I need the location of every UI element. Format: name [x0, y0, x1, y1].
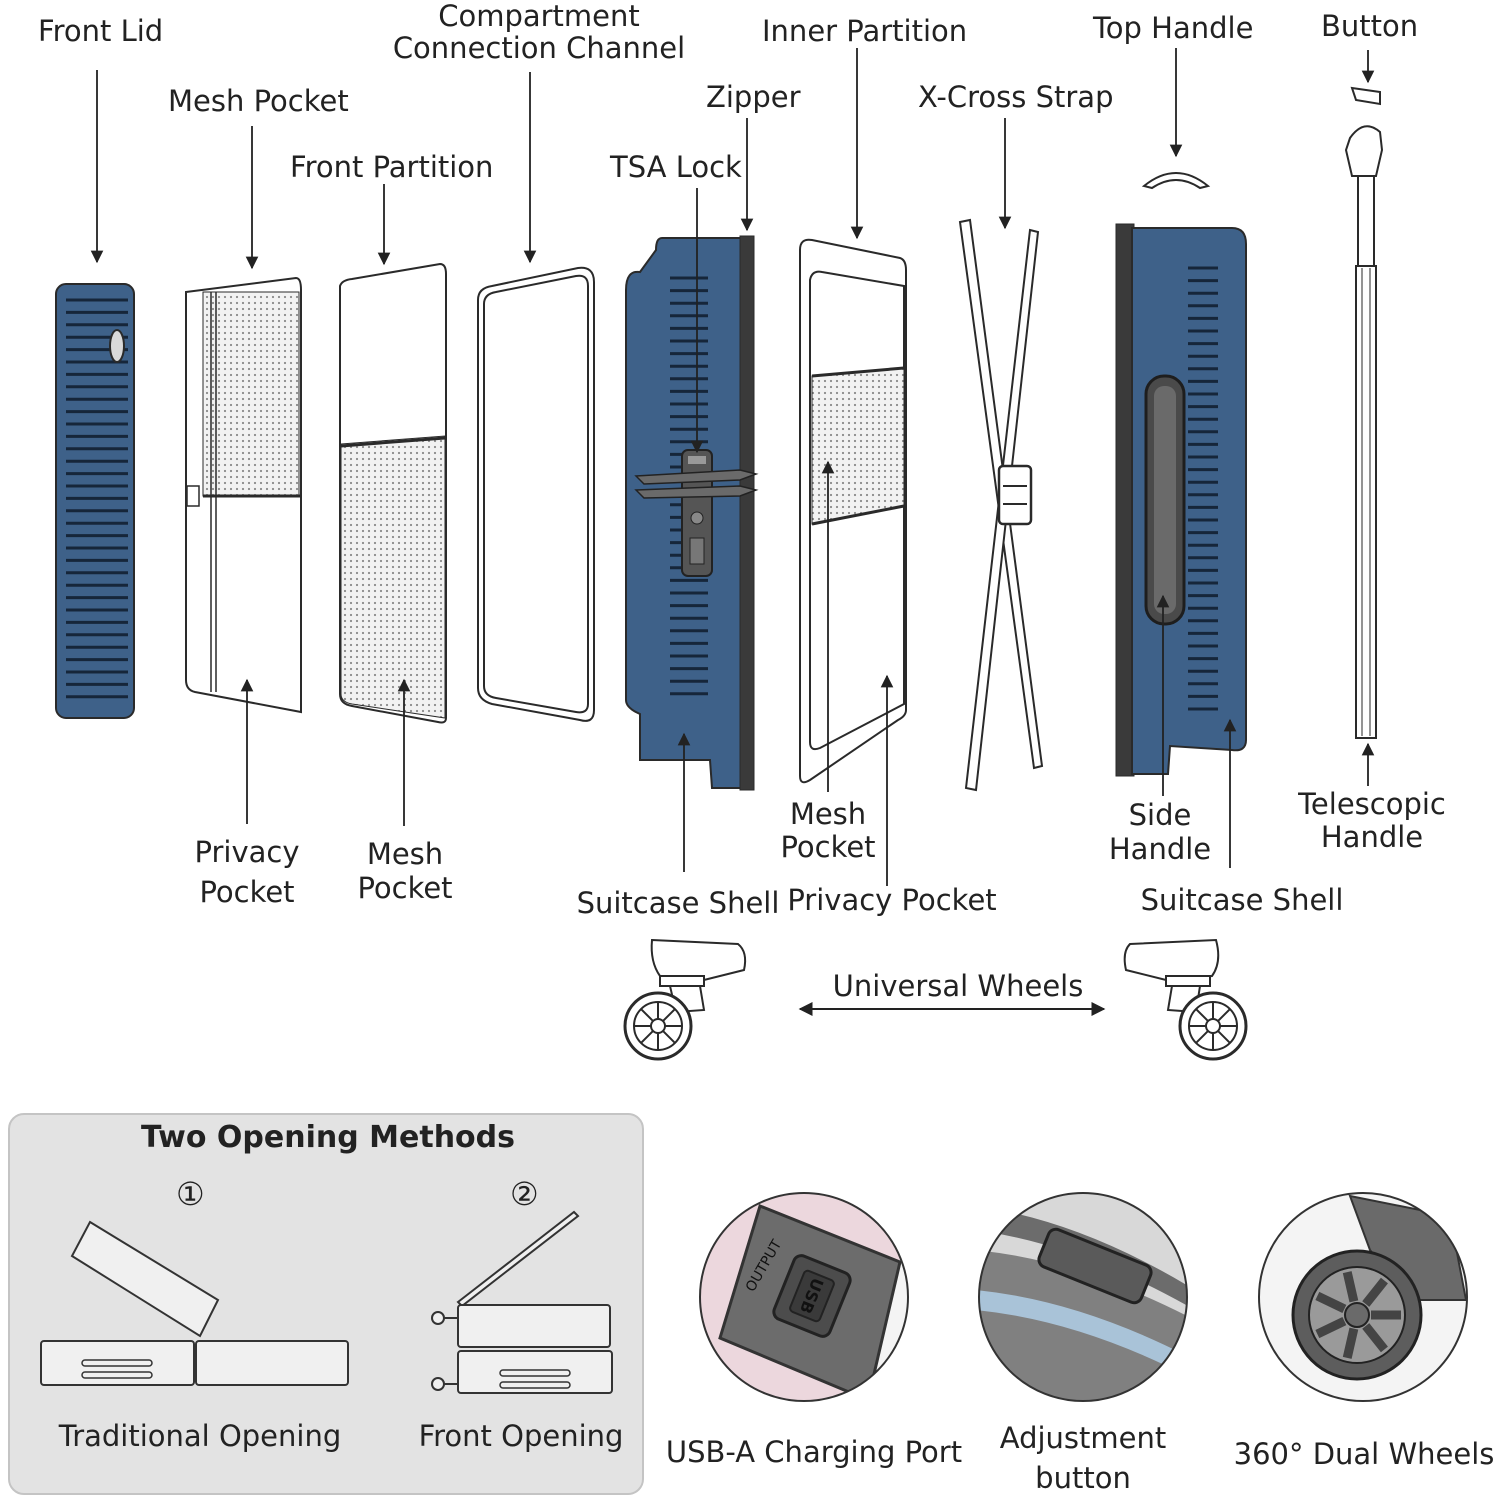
universal-wheel-left — [623, 938, 747, 1061]
label-zipper: Zipper — [706, 80, 801, 114]
mesh-privacy-pocket-panel — [185, 276, 302, 714]
callout-arrows — [90, 48, 1375, 886]
label-front-lid: Front Lid — [38, 14, 164, 48]
label-privacy-pocket-inner: Privacy Pocket — [787, 883, 997, 917]
adjustment-button-label: Adjustment button — [999, 1421, 1167, 1495]
inner-partition-part — [799, 238, 907, 784]
label-telescopic-handle: Telescopic Handle — [1298, 787, 1446, 854]
label-mesh-pocket-left: Mesh Pocket — [357, 837, 453, 905]
traditional-opening-label: Traditional Opening — [58, 1419, 342, 1453]
label-tsa-lock: TSA Lock — [610, 150, 742, 184]
telescopic-handle-part — [1344, 86, 1384, 739]
suitcase-shell-front-part — [625, 235, 759, 791]
label-inner-partition: Inner Partition — [762, 14, 968, 48]
opening-number-1: ① — [176, 1175, 205, 1213]
label-privacy-pocket-left: Privacy Pocket — [194, 835, 300, 909]
usb-port-label: USB-A Charging Port — [665, 1435, 963, 1469]
label-mesh-pocket-inner: Mesh Pocket — [780, 797, 876, 864]
dual-wheels-closeup — [1259, 1193, 1467, 1401]
label-universal-wheels: Universal Wheels — [832, 969, 1084, 1003]
universal-wheel-right — [1123, 938, 1248, 1061]
opening-number-2: ② — [510, 1175, 539, 1213]
label-suitcase-shell-left: Suitcase Shell — [576, 886, 780, 920]
front-opening-label: Front Opening — [418, 1419, 624, 1453]
traditional-opening-illustration — [40, 1220, 349, 1386]
dual-wheels-label: 360° Dual Wheels — [1233, 1437, 1494, 1471]
usb-port-closeup: USB OUTPUT — [700, 1193, 908, 1401]
suitcase-shell-back-part — [1115, 172, 1247, 777]
front-partition-part — [339, 262, 447, 724]
label-top-handle: Top Handle — [1093, 11, 1254, 45]
label-front-partition: Front Partition — [290, 150, 494, 184]
x-cross-strap-part — [958, 218, 1044, 792]
adjustment-button-closeup — [979, 1193, 1187, 1401]
opening-methods-title: Two Opening Methods — [140, 1120, 516, 1155]
label-compartment-channel: Compartment Connection Channel — [392, 0, 686, 65]
label-mesh-pocket-top: Mesh Pocket — [168, 84, 349, 118]
label-button: Button — [1321, 9, 1419, 43]
front-opening-illustration — [431, 1210, 613, 1394]
compartment-channel-part — [477, 266, 595, 722]
label-side-handle: Side Handle — [1108, 798, 1212, 866]
label-x-cross-strap: X-Cross Strap — [918, 80, 1114, 114]
label-suitcase-shell-right: Suitcase Shell — [1140, 883, 1344, 917]
front-lid-part — [55, 283, 135, 719]
